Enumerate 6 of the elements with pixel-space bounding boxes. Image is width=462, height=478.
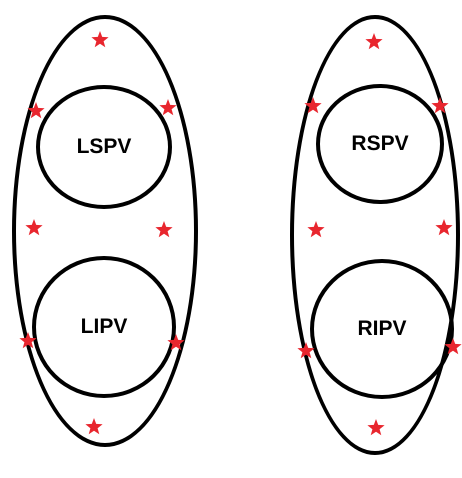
vein-circle: [310, 259, 454, 399]
vein-label: RSPV: [351, 132, 409, 156]
vein-label: RIPV: [357, 317, 406, 341]
vein-circle: [32, 256, 176, 398]
vein-label: LIPV: [80, 315, 128, 339]
vein-label: LSPV: [76, 135, 132, 159]
